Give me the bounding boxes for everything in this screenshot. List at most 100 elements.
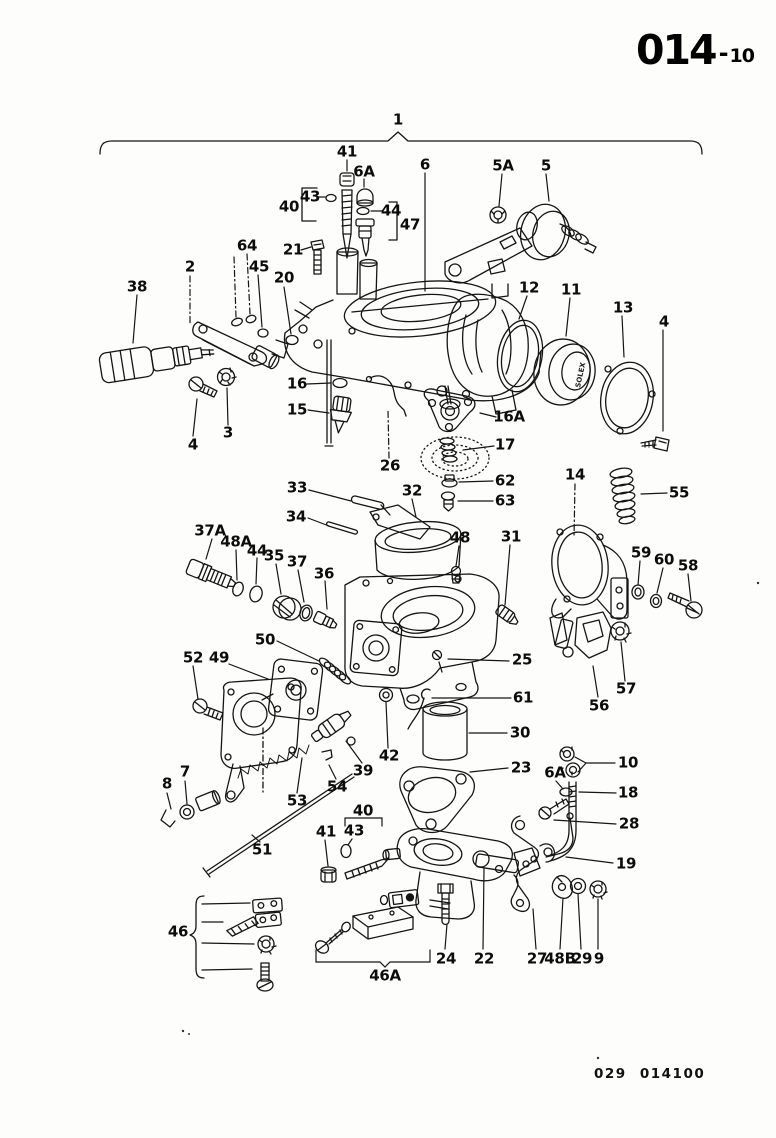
part-label-24: 24: [435, 949, 457, 968]
part-label-6A-bottom: 6A: [544, 763, 566, 782]
part-label-49: 49: [208, 648, 230, 667]
part-label-54: 54: [326, 777, 348, 796]
choke-diaphragm-5: [516, 203, 597, 261]
oring-37: [299, 604, 313, 622]
screw-52: [192, 698, 224, 721]
page-number-dash: -: [718, 38, 729, 67]
oring-44-top: [356, 206, 370, 216]
part-label-17: 17: [494, 435, 516, 454]
bolt-28: [538, 798, 570, 820]
part-label-33: 33: [286, 478, 308, 497]
wire-61: [407, 688, 431, 730]
pump-diaphragm-16a: [423, 385, 476, 433]
nut-9: [589, 880, 608, 900]
nuts-10: [559, 746, 581, 778]
part-label-9: 9: [593, 949, 605, 968]
part-label-10: 10: [617, 753, 639, 772]
ring-7: [179, 804, 195, 820]
part-label-60: 60: [653, 550, 675, 569]
part-label-20: 20: [273, 268, 295, 287]
part-label-42: 42: [378, 746, 400, 765]
part-label-46A: 46A: [369, 966, 401, 985]
part-label-30: 30: [509, 723, 531, 742]
part-label-12: 12: [518, 278, 540, 297]
bolt-4-right: [640, 436, 670, 452]
link-33: [350, 495, 391, 516]
washer-20: [285, 334, 299, 346]
part-label-28: 28: [618, 814, 640, 833]
part-label-47: 47: [399, 215, 421, 234]
part-label-22: 22: [473, 949, 495, 968]
oring-16: [332, 377, 348, 389]
choke-cover-11: SOLEX: [533, 338, 596, 406]
assembly-bracket: [99, 131, 703, 155]
part-label-44-top: 44: [380, 201, 402, 220]
nut-42: [378, 687, 394, 703]
page-number-sub: 10: [729, 44, 755, 67]
throttle-body-22: [382, 827, 541, 920]
pump-cover-49: [261, 658, 324, 793]
rod-34: [325, 521, 359, 535]
bracket-40-top: [301, 187, 318, 222]
nut-62: [441, 474, 458, 488]
part-label-21: 21: [282, 240, 304, 259]
part-label-15: 15: [286, 400, 308, 419]
part-label-56: 56: [588, 696, 610, 715]
carburetor-upper-body: [283, 247, 542, 447]
part-label-53: 53: [286, 791, 308, 810]
part-label-62: 62: [494, 471, 516, 490]
page-number-main: 014: [635, 26, 718, 74]
kit-46: [189, 895, 283, 992]
part-label-55: 55: [668, 483, 690, 502]
part-label-26: 26: [379, 456, 401, 475]
part-label-35: 35: [263, 546, 285, 565]
spring-55: [609, 467, 636, 525]
part-label-4-left: 4: [187, 435, 199, 454]
leader-lines: [132, 159, 692, 971]
bracket-27: [510, 815, 556, 913]
part-label-16: 16: [286, 374, 308, 393]
kit-46a: [314, 889, 420, 954]
plug-35: [272, 595, 302, 621]
nut-3: [216, 367, 237, 387]
part-label-1: 1: [392, 110, 404, 129]
part-label-41-bottom: 41: [315, 822, 337, 841]
part-label-43-top: 43: [299, 187, 321, 206]
part-label-46: 46: [167, 922, 189, 941]
spring-17: [420, 436, 490, 480]
part-label-37A: 37A: [194, 521, 226, 540]
gasket-23: [399, 766, 475, 834]
part-label-40-bottom: 40: [352, 801, 374, 820]
part-label-37: 37: [286, 552, 308, 571]
part-label-18: 18: [617, 783, 639, 802]
float-32: [369, 504, 462, 580]
part-label-32: 32: [401, 481, 423, 500]
bracket-56: [554, 611, 612, 659]
nut-5a: [489, 206, 507, 224]
dome-6a-top: [356, 188, 374, 207]
part-label-13: 13: [612, 298, 634, 317]
gasket-13: [599, 361, 656, 435]
document-code: 029 014100: [594, 1066, 706, 1082]
part-label-64: 64: [236, 236, 258, 255]
bolt-58: [667, 592, 703, 619]
oring-43: [325, 193, 337, 203]
part-label-41-top: 41: [336, 142, 358, 161]
part-label-48A: 48A: [220, 532, 252, 551]
part-label-59: 59: [630, 543, 652, 562]
print-specks: [181, 581, 760, 1060]
spring-50: [318, 657, 352, 685]
screw-40-bottom: [344, 857, 390, 880]
cam-48b: [551, 874, 573, 899]
part-label-63: 63: [494, 491, 516, 510]
oring-48a: [232, 581, 244, 597]
washer-43-bottom: [340, 843, 352, 859]
part-label-39: 39: [352, 761, 374, 780]
part-label-44-mid: 44: [246, 541, 268, 560]
part-label-8: 8: [161, 774, 173, 793]
wire-26: [365, 375, 407, 417]
screw-4-left: [188, 376, 218, 398]
part-label-6: 6: [419, 155, 431, 174]
part-label-5: 5: [540, 156, 552, 175]
